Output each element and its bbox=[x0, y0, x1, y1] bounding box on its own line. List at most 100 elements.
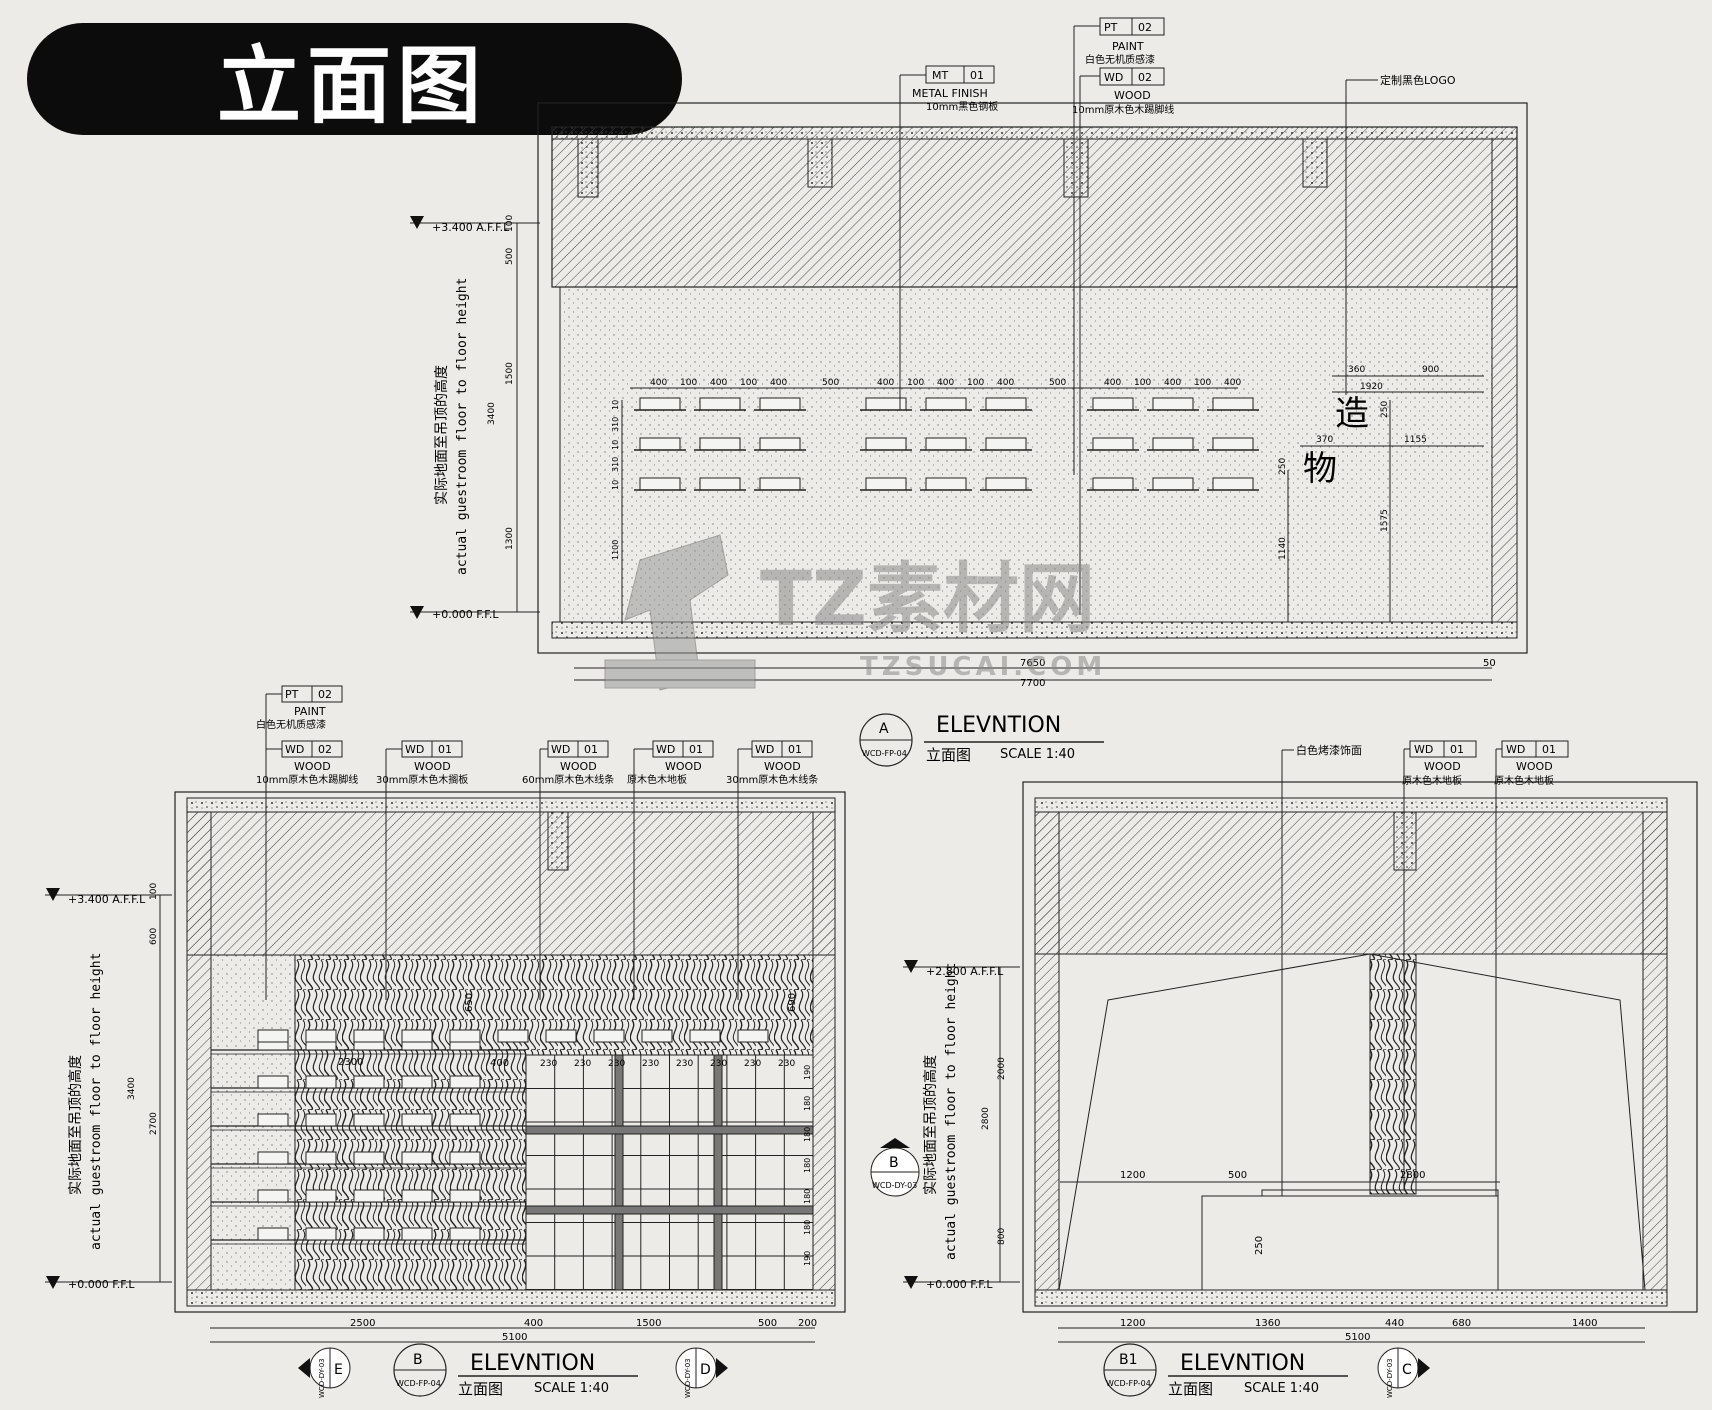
shelf-box bbox=[257, 1075, 289, 1089]
svg-text:01: 01 bbox=[970, 69, 984, 82]
shelf-box bbox=[1147, 437, 1199, 451]
dim-b1-440: 440 bbox=[1385, 1318, 1404, 1329]
svg-text:METAL FINISH: METAL FINISH bbox=[912, 87, 988, 100]
dim-b-5100: 5100 bbox=[502, 1332, 527, 1343]
dim-logo-1140: 1140 bbox=[1278, 537, 1288, 560]
svg-text:WCD-DY-03: WCD-DY-03 bbox=[1386, 1358, 1394, 1398]
dim-shelf: 400 bbox=[1224, 378, 1241, 388]
shelf-box bbox=[1087, 477, 1139, 491]
svg-text:白色无机质感漆: 白色无机质感漆 bbox=[1085, 53, 1155, 66]
dim-shelf: 400 bbox=[650, 378, 667, 388]
title-block-a: A WCD-FP-04 ELEVNTION 立面图 SCALE 1:40 bbox=[859, 713, 1104, 767]
svg-text:WCD-DY-03: WCD-DY-03 bbox=[684, 1358, 692, 1398]
svg-text:01: 01 bbox=[438, 743, 452, 756]
svg-text:01: 01 bbox=[584, 743, 598, 756]
height-note-en-a: actual guestroom floor to floor height bbox=[455, 278, 470, 575]
shelf-box bbox=[860, 477, 912, 491]
shelf-box bbox=[353, 1075, 385, 1089]
shelf-box bbox=[1147, 477, 1199, 491]
page-title-badge: 立面图 bbox=[27, 23, 682, 135]
shelf-box bbox=[754, 437, 806, 451]
svg-text:MT: MT bbox=[932, 69, 948, 82]
dim-shelf: 100 bbox=[1134, 378, 1151, 388]
title-block-b1: B1 WCD-FP-04 ELEVNTION 立面图 SCALE 1:40 bbox=[1103, 1343, 1348, 1398]
watermark-brand: TZ素材网 bbox=[760, 554, 1095, 643]
svg-text:WCD-FP-04: WCD-FP-04 bbox=[396, 1379, 441, 1388]
dim-shelf: 100 bbox=[1194, 378, 1211, 388]
dim-shelf: 400 bbox=[997, 378, 1014, 388]
shelf-box bbox=[1207, 437, 1259, 451]
svg-text:WCD-DY-03: WCD-DY-03 bbox=[318, 1358, 326, 1398]
level-top-b1: +2.800 A.F.F.L bbox=[926, 965, 1004, 978]
dim-grid: 230 bbox=[574, 1059, 591, 1069]
dim-grid: 230 bbox=[676, 1059, 693, 1069]
svg-text:C: C bbox=[1402, 1362, 1412, 1378]
logo-note: 定制黑色LOGO bbox=[1380, 73, 1456, 87]
svg-text:SCALE 1:40: SCALE 1:40 bbox=[1244, 1381, 1319, 1396]
svg-text:30mm原木色木线条: 30mm原木色木线条 bbox=[726, 773, 818, 786]
shelf-box bbox=[634, 437, 686, 451]
logo-char-2: 物 bbox=[1303, 449, 1337, 489]
dim-b-650: 650 bbox=[464, 993, 475, 1012]
shelf-rows-b bbox=[211, 1029, 769, 1245]
dim-b-2300: 2300 bbox=[338, 1057, 363, 1068]
height-note-cn-a: 实际地面至吊顶的高度 bbox=[433, 365, 450, 505]
dim-b1-680: 680 bbox=[1452, 1318, 1471, 1329]
svg-text:60mm原木色木线条: 60mm原木色木线条 bbox=[522, 773, 614, 786]
shelf-box bbox=[920, 437, 972, 451]
shelf-box bbox=[401, 1151, 433, 1165]
svg-text:01: 01 bbox=[1542, 743, 1556, 756]
dim-grid-v: 180 bbox=[803, 1158, 812, 1173]
shelf-box bbox=[920, 397, 972, 411]
svg-text:WOOD: WOOD bbox=[1516, 760, 1553, 773]
svg-text:E: E bbox=[334, 1362, 343, 1378]
shelf-box bbox=[449, 1227, 481, 1241]
dim-b1-2000: 2000 bbox=[997, 1057, 1007, 1080]
shelf-box bbox=[694, 477, 746, 491]
svg-text:WOOD: WOOD bbox=[560, 760, 597, 773]
shelf-box bbox=[449, 1075, 481, 1089]
svg-text:10mm原木色木踢脚线: 10mm原木色木踢脚线 bbox=[1072, 103, 1174, 116]
shelf-box bbox=[860, 437, 912, 451]
dim-shelf: 500 bbox=[1049, 378, 1066, 388]
dim-b1-500: 500 bbox=[1228, 1170, 1247, 1181]
svg-text:ELEVNTION: ELEVNTION bbox=[936, 713, 1061, 738]
dim-a-3400: 3400 bbox=[487, 402, 497, 425]
dim-logo-1155: 1155 bbox=[1404, 435, 1427, 445]
dim-logo-1575: 1575 bbox=[1380, 509, 1390, 532]
material-tag-b1-1: WD 01 WOOD 原木色木地板 bbox=[1402, 740, 1477, 1190]
dim-b-690: 690 bbox=[787, 993, 798, 1012]
shelf-box bbox=[980, 437, 1032, 451]
shelf-box bbox=[737, 1029, 769, 1043]
dim-b1-2800m: 2800 bbox=[1400, 1170, 1425, 1181]
watermark: TZ素材网 TZSUCAI.COM bbox=[604, 534, 1102, 691]
dim-b-3400: 3400 bbox=[127, 1077, 137, 1100]
dim-b1-1200: 1200 bbox=[1120, 1170, 1145, 1181]
height-note-cn-b1: 实际地面至吊顶的高度 bbox=[922, 1055, 939, 1195]
dim-b1-800: 800 bbox=[997, 1228, 1007, 1245]
dim-shelf-v: 310 bbox=[611, 457, 620, 472]
section-ref-b: B WCD-DY-03 bbox=[870, 1138, 920, 1197]
dim-b1-250: 250 bbox=[1254, 1236, 1265, 1255]
svg-text:SCALE 1:40: SCALE 1:40 bbox=[534, 1381, 609, 1396]
dim-b-500: 500 bbox=[758, 1318, 777, 1329]
svg-text:WOOD: WOOD bbox=[1114, 89, 1151, 102]
dim-b1-2800: 2800 bbox=[981, 1107, 991, 1130]
dim-b-400w: 400 bbox=[490, 1058, 509, 1069]
dim-b-200: 200 bbox=[798, 1318, 817, 1329]
dim-grid-v: 180 bbox=[803, 1096, 812, 1111]
shelf-box bbox=[689, 1029, 721, 1043]
shelf-box bbox=[305, 1151, 337, 1165]
svg-text:WCD-FP-04: WCD-FP-04 bbox=[1106, 1379, 1151, 1388]
svg-text:立面图: 立面图 bbox=[1168, 1380, 1213, 1398]
svg-text:WD: WD bbox=[405, 743, 424, 756]
dim-grid-v: 180 bbox=[803, 1127, 812, 1142]
height-note-cn-b: 实际地面至吊顶的高度 bbox=[67, 1055, 84, 1195]
svg-text:02: 02 bbox=[318, 743, 332, 756]
svg-text:WD: WD bbox=[755, 743, 774, 756]
